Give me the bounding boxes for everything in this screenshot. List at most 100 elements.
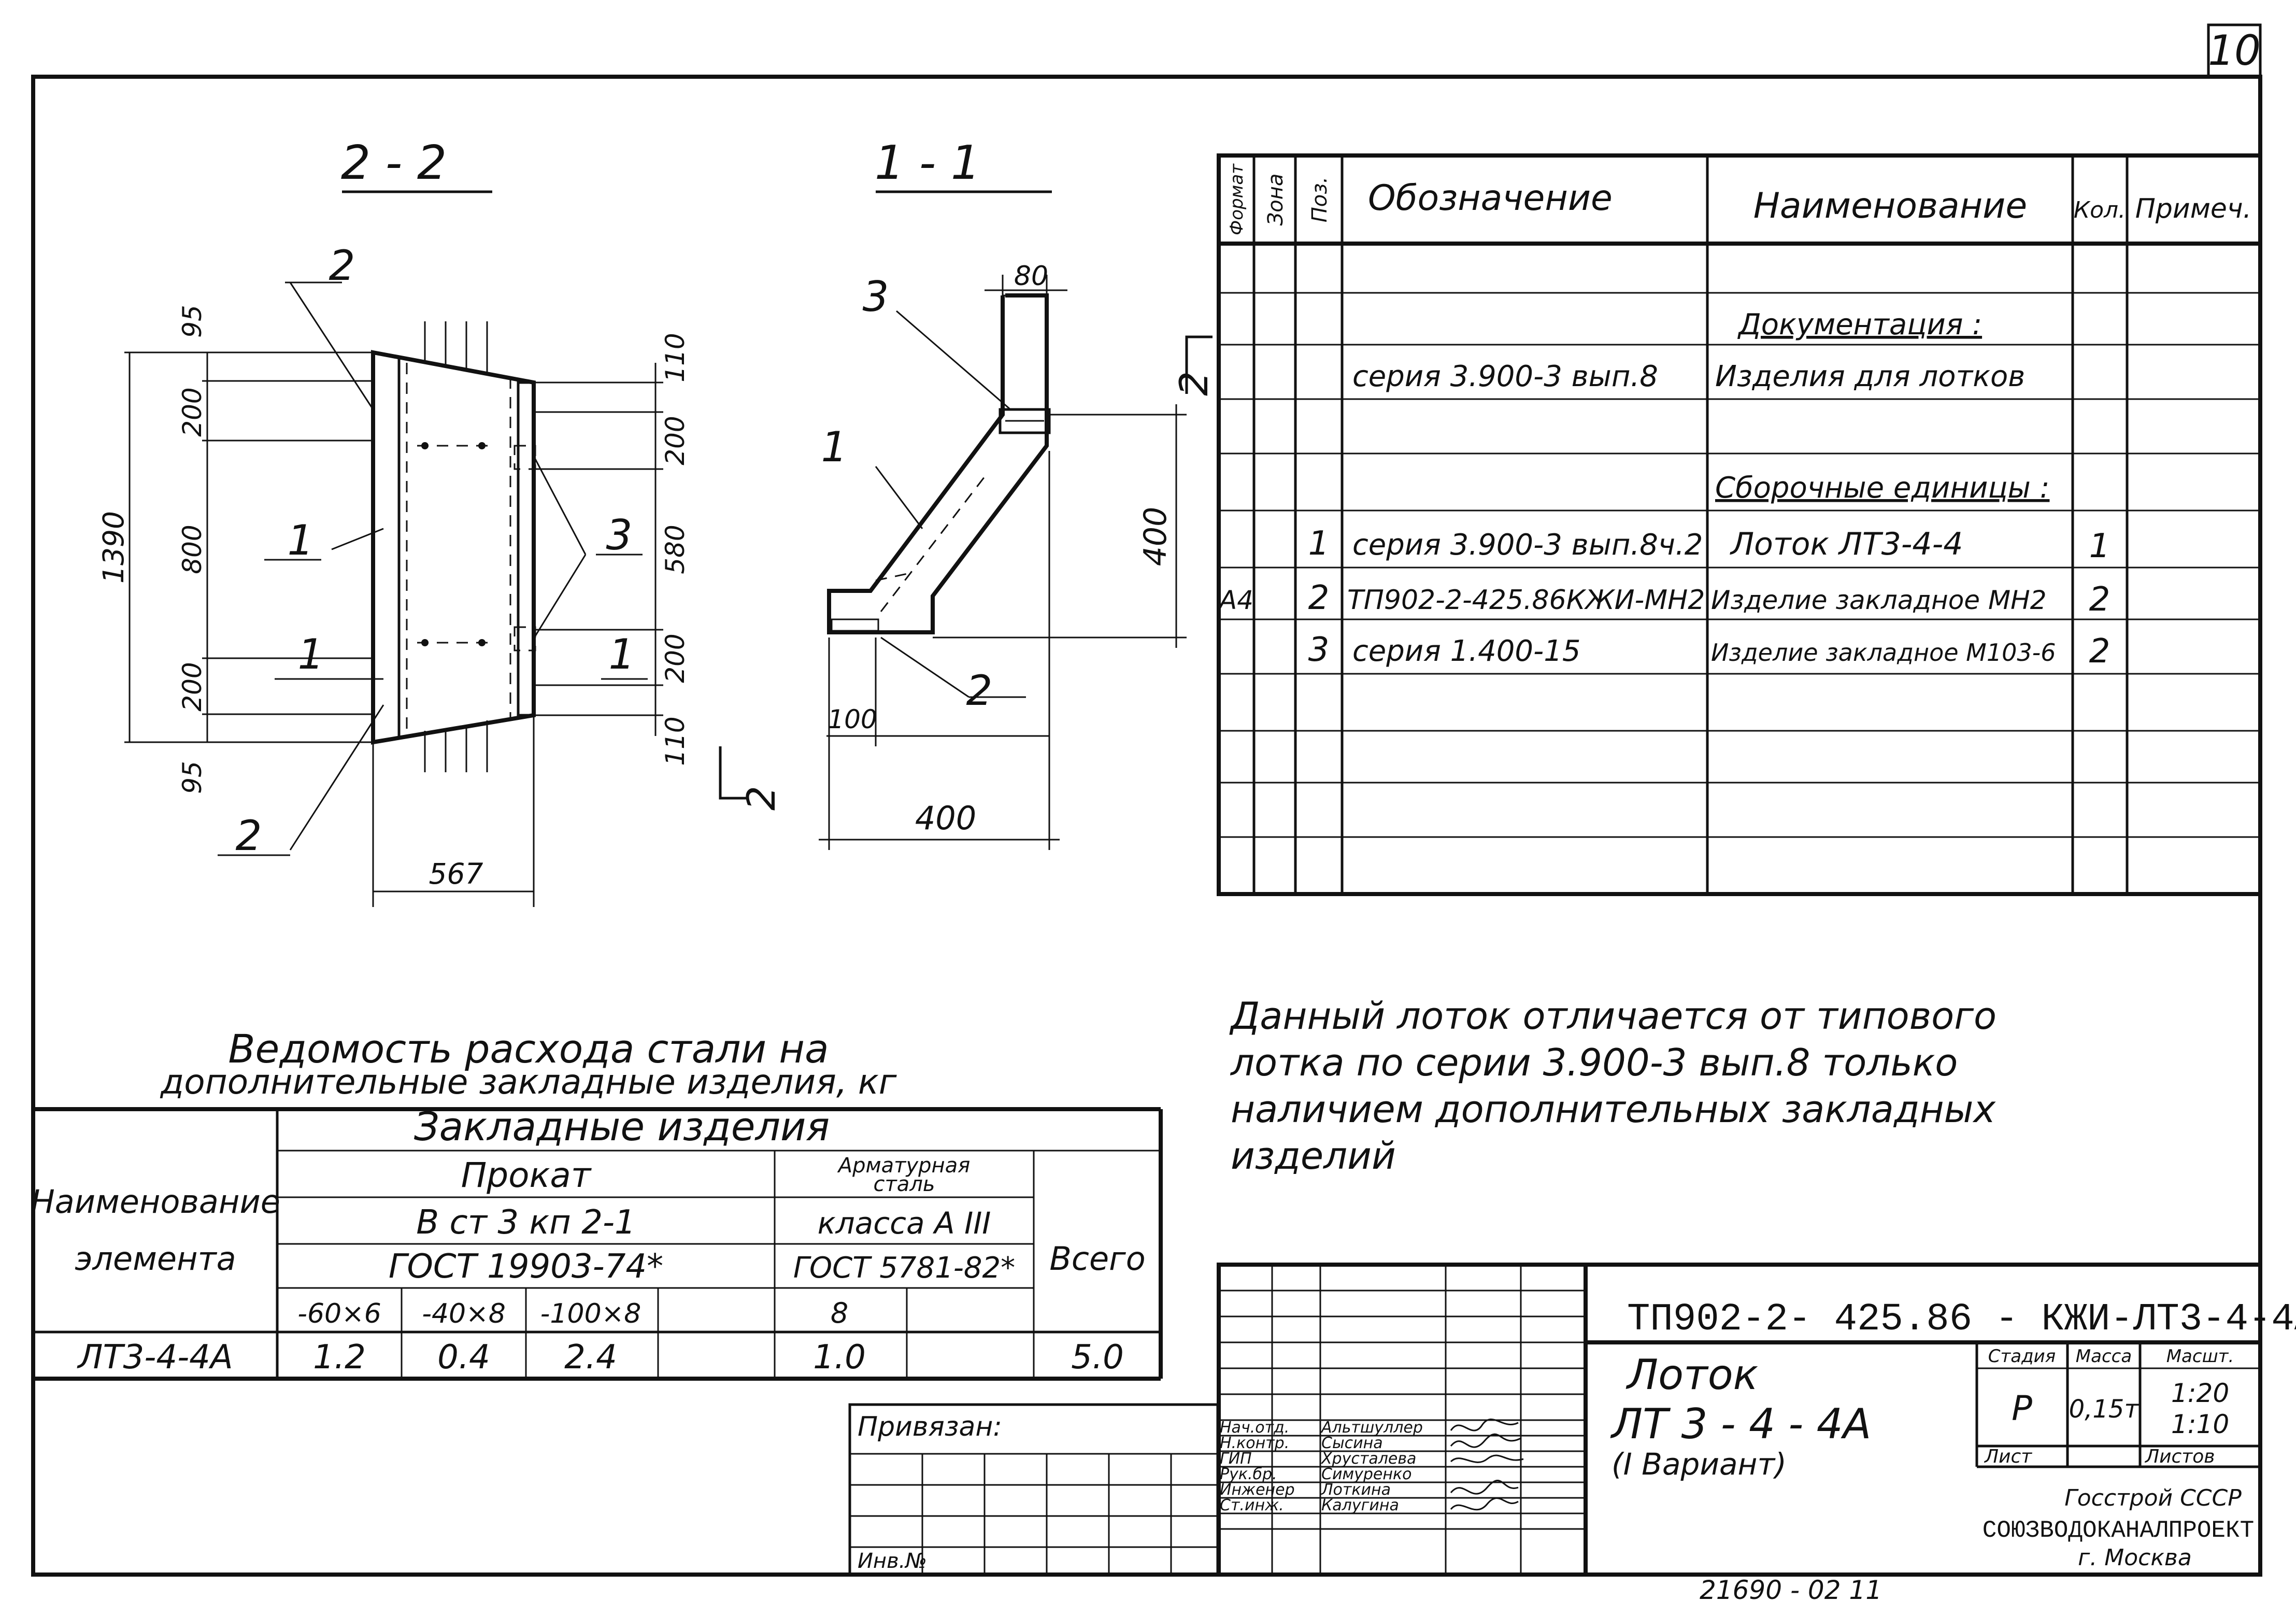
svg-text:ТП902-2-425.86КЖИ-МН2: ТП902-2-425.86КЖИ-МН2 [1347,585,1705,616]
svg-text:Примеч.: Примеч. [2135,193,2251,224]
svg-text:Сборочные единицы :: Сборочные единицы : [1715,471,2049,505]
svg-text:Н.контр.: Н.контр. [1220,1434,1289,1452]
sheet-frame [31,75,2262,1577]
svg-text:2: 2 [966,667,993,715]
svg-text:Лоткина: Лоткина [1321,1481,1391,1499]
spec-table: Формат Зона Поз. Обозначение Наименовани… [1217,153,2262,896]
svg-text:1: 1 [298,630,324,678]
svg-text:2.4: 2.4 [564,1338,617,1377]
svg-text:Документация :: Документация : [1737,308,1982,342]
svg-text:200: 200 [177,387,207,436]
svg-text:элемента: элемента [75,1240,236,1278]
svg-text:1390: 1390 [97,511,130,584]
svg-text:ГОСТ 5781-82*: ГОСТ 5781-82* [793,1251,1015,1285]
title-block: Привязан: Инв.№ Нач.отд. Н.контр. ГИП Ру… [848,1263,2296,1577]
svg-text:класса А III: класса А III [818,1206,991,1241]
section-2-2: 2 - 2 [97,136,690,907]
svg-text:10: 10 [2208,26,2261,75]
svg-text:Альтшуллер: Альтшуллер [1320,1419,1423,1437]
note-text: Данный лоток отличается от типового лотк… [1229,994,1996,1178]
svg-text:Лоток ЛТ3-4-4: Лоток ЛТ3-4-4 [1730,526,1963,562]
svg-text:2: 2 [2089,580,2110,619]
svg-text:Рук.бр.: Рук.бр. [1220,1465,1277,1483]
svg-text:Калугина: Калугина [1321,1496,1399,1514]
svg-text:Р: Р [2012,1389,2032,1428]
svg-text:3: 3 [1308,631,1330,669]
svg-text:Изделие закладное М103-6: Изделие закладное М103-6 [1711,639,2056,667]
svg-text:(I Вариант): (I Вариант) [1612,1447,1787,1482]
svg-text:100: 100 [828,704,877,734]
svg-text:дополнительные закладные издел: дополнительные закладные изделия, кг [160,1062,897,1102]
svg-text:Масса: Масса [2076,1346,2132,1367]
svg-text:Изделия для лотков: Изделия для лотков [1715,360,2025,393]
svg-text:серия 3.900-3 вып.8ч.2: серия 3.900-3 вып.8ч.2 [1352,528,1703,562]
svg-text:ЛТ 3 - 4 - 4А: ЛТ 3 - 4 - 4А [1610,1400,1871,1448]
svg-text:Ст.инж.: Ст.инж. [1220,1496,1284,1514]
svg-text:1:20: 1:20 [2171,1378,2229,1408]
page-number: 10 [2207,23,2262,78]
section-2-2-label: 2 - 2 [341,136,447,190]
svg-text:95: 95 [177,761,207,794]
svg-text:серия 3.900-3 вып.8: серия 3.900-3 вып.8 [1352,360,1658,393]
svg-text:Наименование: Наименование [1753,186,2027,226]
svg-text:2: 2 [738,786,784,811]
svg-text:0.4: 0.4 [437,1338,490,1377]
svg-text:Изделие закладное МН2: Изделие закладное МН2 [1711,585,2047,615]
svg-text:580: 580 [660,525,690,574]
svg-text:Сысина: Сысина [1321,1434,1383,1452]
svg-text:Инженер: Инженер [1220,1481,1295,1499]
svg-text:-100×8: -100×8 [540,1298,641,1329]
svg-text:Стадия: Стадия [1988,1346,2056,1367]
svg-text:200: 200 [660,633,690,683]
svg-text:567: 567 [429,857,483,890]
svg-text:200: 200 [660,416,690,465]
svg-text:ЛТ3-4-4А: ЛТ3-4-4А [77,1338,233,1377]
svg-text:лотка по серии 3.900-3 вып.8 т: лотка по серии 3.900-3 вып.8 только [1230,1041,1958,1084]
svg-text:1.0: 1.0 [813,1338,866,1377]
svg-text:В ст 3 кп 2-1: В ст 3 кп 2-1 [416,1203,636,1242]
svg-text:Обозначение: Обозначение [1368,178,1613,219]
section-1-1: 1 - 1 3 1 2 80 400 100 400 2 [719,136,1217,850]
svg-text:Масшт.: Масшт. [2166,1346,2234,1367]
svg-text:изделий: изделий [1231,1134,1396,1178]
svg-text:Лист: Лист [1984,1446,2032,1467]
svg-text:800: 800 [177,525,207,574]
svg-text:110: 110 [660,716,690,766]
svg-text:2: 2 [1171,371,1217,396]
svg-text:Формат: Формат [1227,163,1247,235]
svg-text:Всего: Всего [1049,1240,1145,1278]
svg-text:Госстрой СССР: Госстрой СССР [2064,1485,2242,1511]
svg-text:Инв.№: Инв.№ [858,1549,927,1573]
svg-text:Поз.: Поз. [1308,177,1332,223]
svg-text:Зона: Зона [1264,174,1288,226]
svg-text:2: 2 [2089,632,2110,671]
svg-text:Данный лоток отличается от тип: Данный лоток отличается от типового [1229,994,1996,1038]
svg-text:1: 1 [821,423,848,471]
svg-text:Лоток: Лоток [1625,1351,1758,1399]
svg-text:200: 200 [177,662,207,711]
svg-text:1: 1 [1308,525,1330,563]
svg-text:5.0: 5.0 [1071,1338,1124,1377]
svg-text:2: 2 [329,242,355,290]
signatures [1450,1419,1524,1511]
svg-text:1: 1 [288,516,314,564]
svg-text:0,15т: 0,15т [2069,1395,2140,1424]
svg-text:ТП902-2- 425.86 - КЖИ-ЛТ3-4-4: ТП902-2- 425.86 - КЖИ-ЛТ3-4-4А [1627,1298,2296,1341]
svg-text:Хрусталева: Хрусталева [1320,1450,1416,1468]
svg-text:Наименование: Наименование [31,1183,280,1221]
svg-text:Закладные изделия: Закладные изделия [414,1103,830,1150]
steel-table: Ведомость расхода стали на дополнительны… [31,1026,1163,1381]
svg-text:ГИП: ГИП [1220,1450,1252,1468]
svg-text:400: 400 [1137,507,1174,566]
svg-text:110: 110 [660,333,690,382]
svg-text:1: 1 [2089,527,2110,565]
svg-text:Нач.отд.: Нач.отд. [1220,1419,1289,1437]
svg-text:сталь: сталь [874,1172,935,1196]
svg-text:8: 8 [831,1297,848,1329]
svg-text:Листов: Листов [2144,1446,2215,1467]
svg-text:Прокат: Прокат [461,1155,592,1195]
svg-text:-40×8: -40×8 [422,1298,506,1329]
svg-text:Симуренко: Симуренко [1321,1465,1411,1483]
svg-text:2: 2 [236,812,262,860]
